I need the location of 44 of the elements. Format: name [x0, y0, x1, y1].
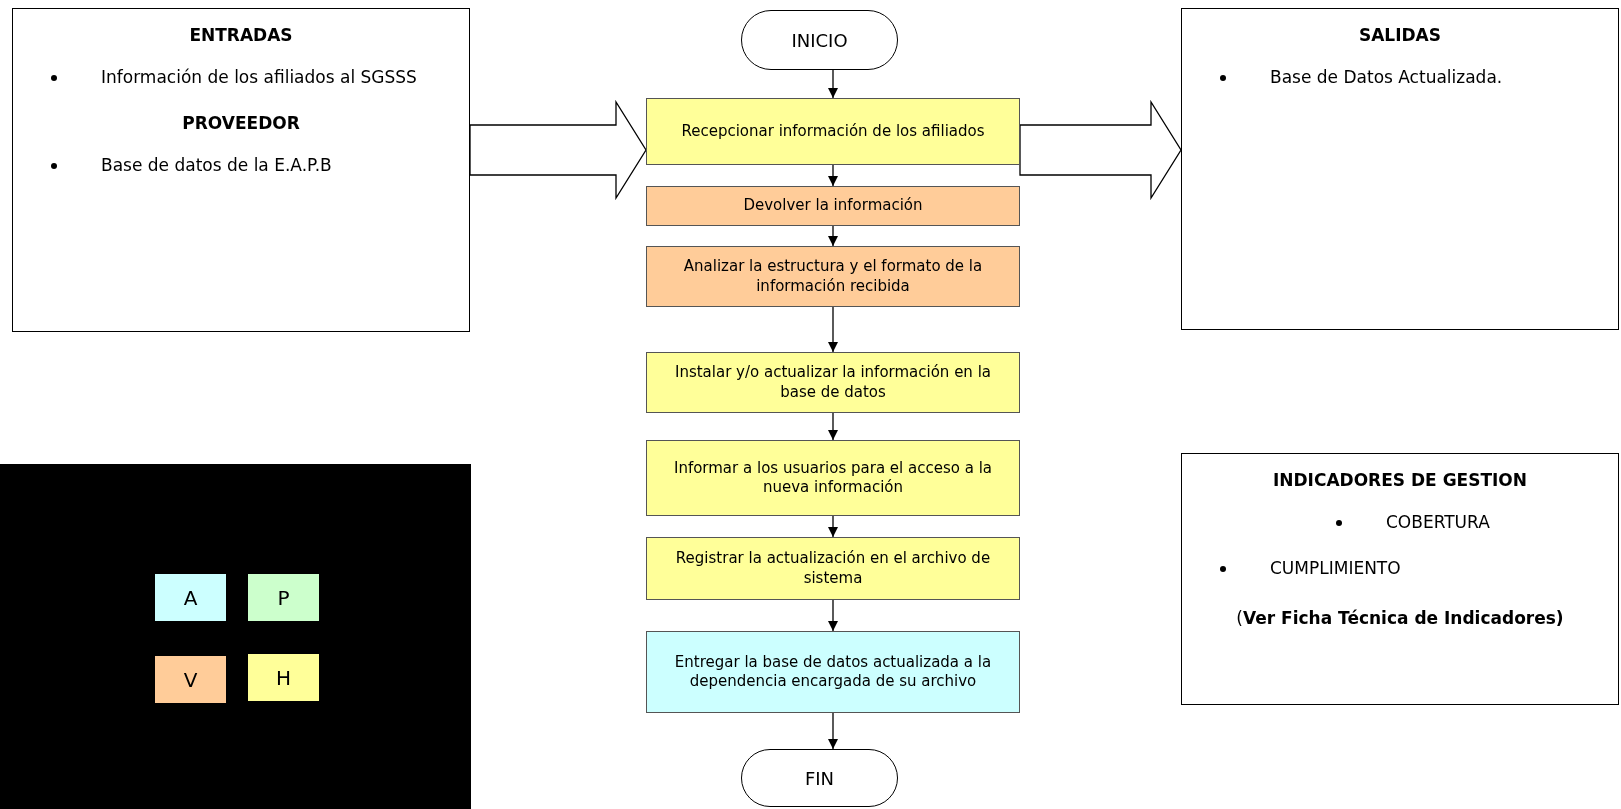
node-label: Instalar y/o actualizar la información en la base de datos — [673, 363, 992, 402]
panel-heading: INDICADORES DE GESTION — [1271, 470, 1529, 490]
legend-label: P — [277, 585, 290, 610]
arrow — [828, 412, 838, 441]
arrow — [828, 712, 838, 750]
process-box — [646, 631, 1020, 713]
node-label: Informar a los usuarios para el acceso a la nueva información — [672, 458, 993, 498]
legend-label: V — [183, 667, 198, 692]
reference-note: (Ver Ficha Técnica de Indicadores) — [1235, 608, 1565, 628]
arrow — [828, 164, 838, 187]
arrow — [828, 515, 838, 538]
process-box — [646, 537, 1020, 600]
bullet-item: CUMPLIMIENTO — [1270, 558, 1401, 578]
node-label: Entregar la base de datos actualizada a la dependencia encargada de su archivo — [673, 652, 993, 692]
process-box — [646, 186, 1020, 226]
legend-label: H — [275, 665, 291, 690]
process-box — [646, 440, 1020, 516]
terminator-shape — [741, 10, 898, 70]
text-panel — [12, 8, 470, 332]
arrow — [828, 69, 838, 99]
arrow — [828, 306, 838, 353]
node-label: INICIO — [791, 29, 848, 51]
bullet-item: COBERTURA — [1386, 512, 1490, 532]
arrow — [828, 225, 838, 247]
node-label: Recepcionar información de los afiliados — [681, 121, 985, 142]
legend-label: A — [183, 585, 198, 610]
arrow — [828, 599, 838, 632]
panel-heading: ENTRADAS — [188, 25, 294, 45]
process-box — [646, 352, 1020, 413]
block-arrow — [1019, 99, 1182, 201]
panel-heading: SALIDAS — [1357, 25, 1443, 45]
process-box — [646, 98, 1020, 165]
text-panel — [1181, 8, 1619, 330]
node-label: Registrar la actualización en el archivo de sistema — [674, 549, 992, 588]
panel-heading: PROVEEDOR — [181, 113, 301, 133]
node-label: Analizar la estructura y el formato de la información recibida — [682, 257, 984, 296]
bullet-item: Base de Datos Actualizada. — [1270, 67, 1503, 87]
process-box — [646, 246, 1020, 307]
node-label: Devolver la información — [743, 196, 923, 216]
text-panel — [1181, 453, 1619, 705]
bullet-item: Información de los afiliados al SGSSS — [101, 67, 417, 87]
block-arrow — [469, 99, 647, 201]
bullet-item: Base de datos de la E.A.P.B — [101, 155, 332, 175]
node-label: FIN — [804, 767, 835, 789]
